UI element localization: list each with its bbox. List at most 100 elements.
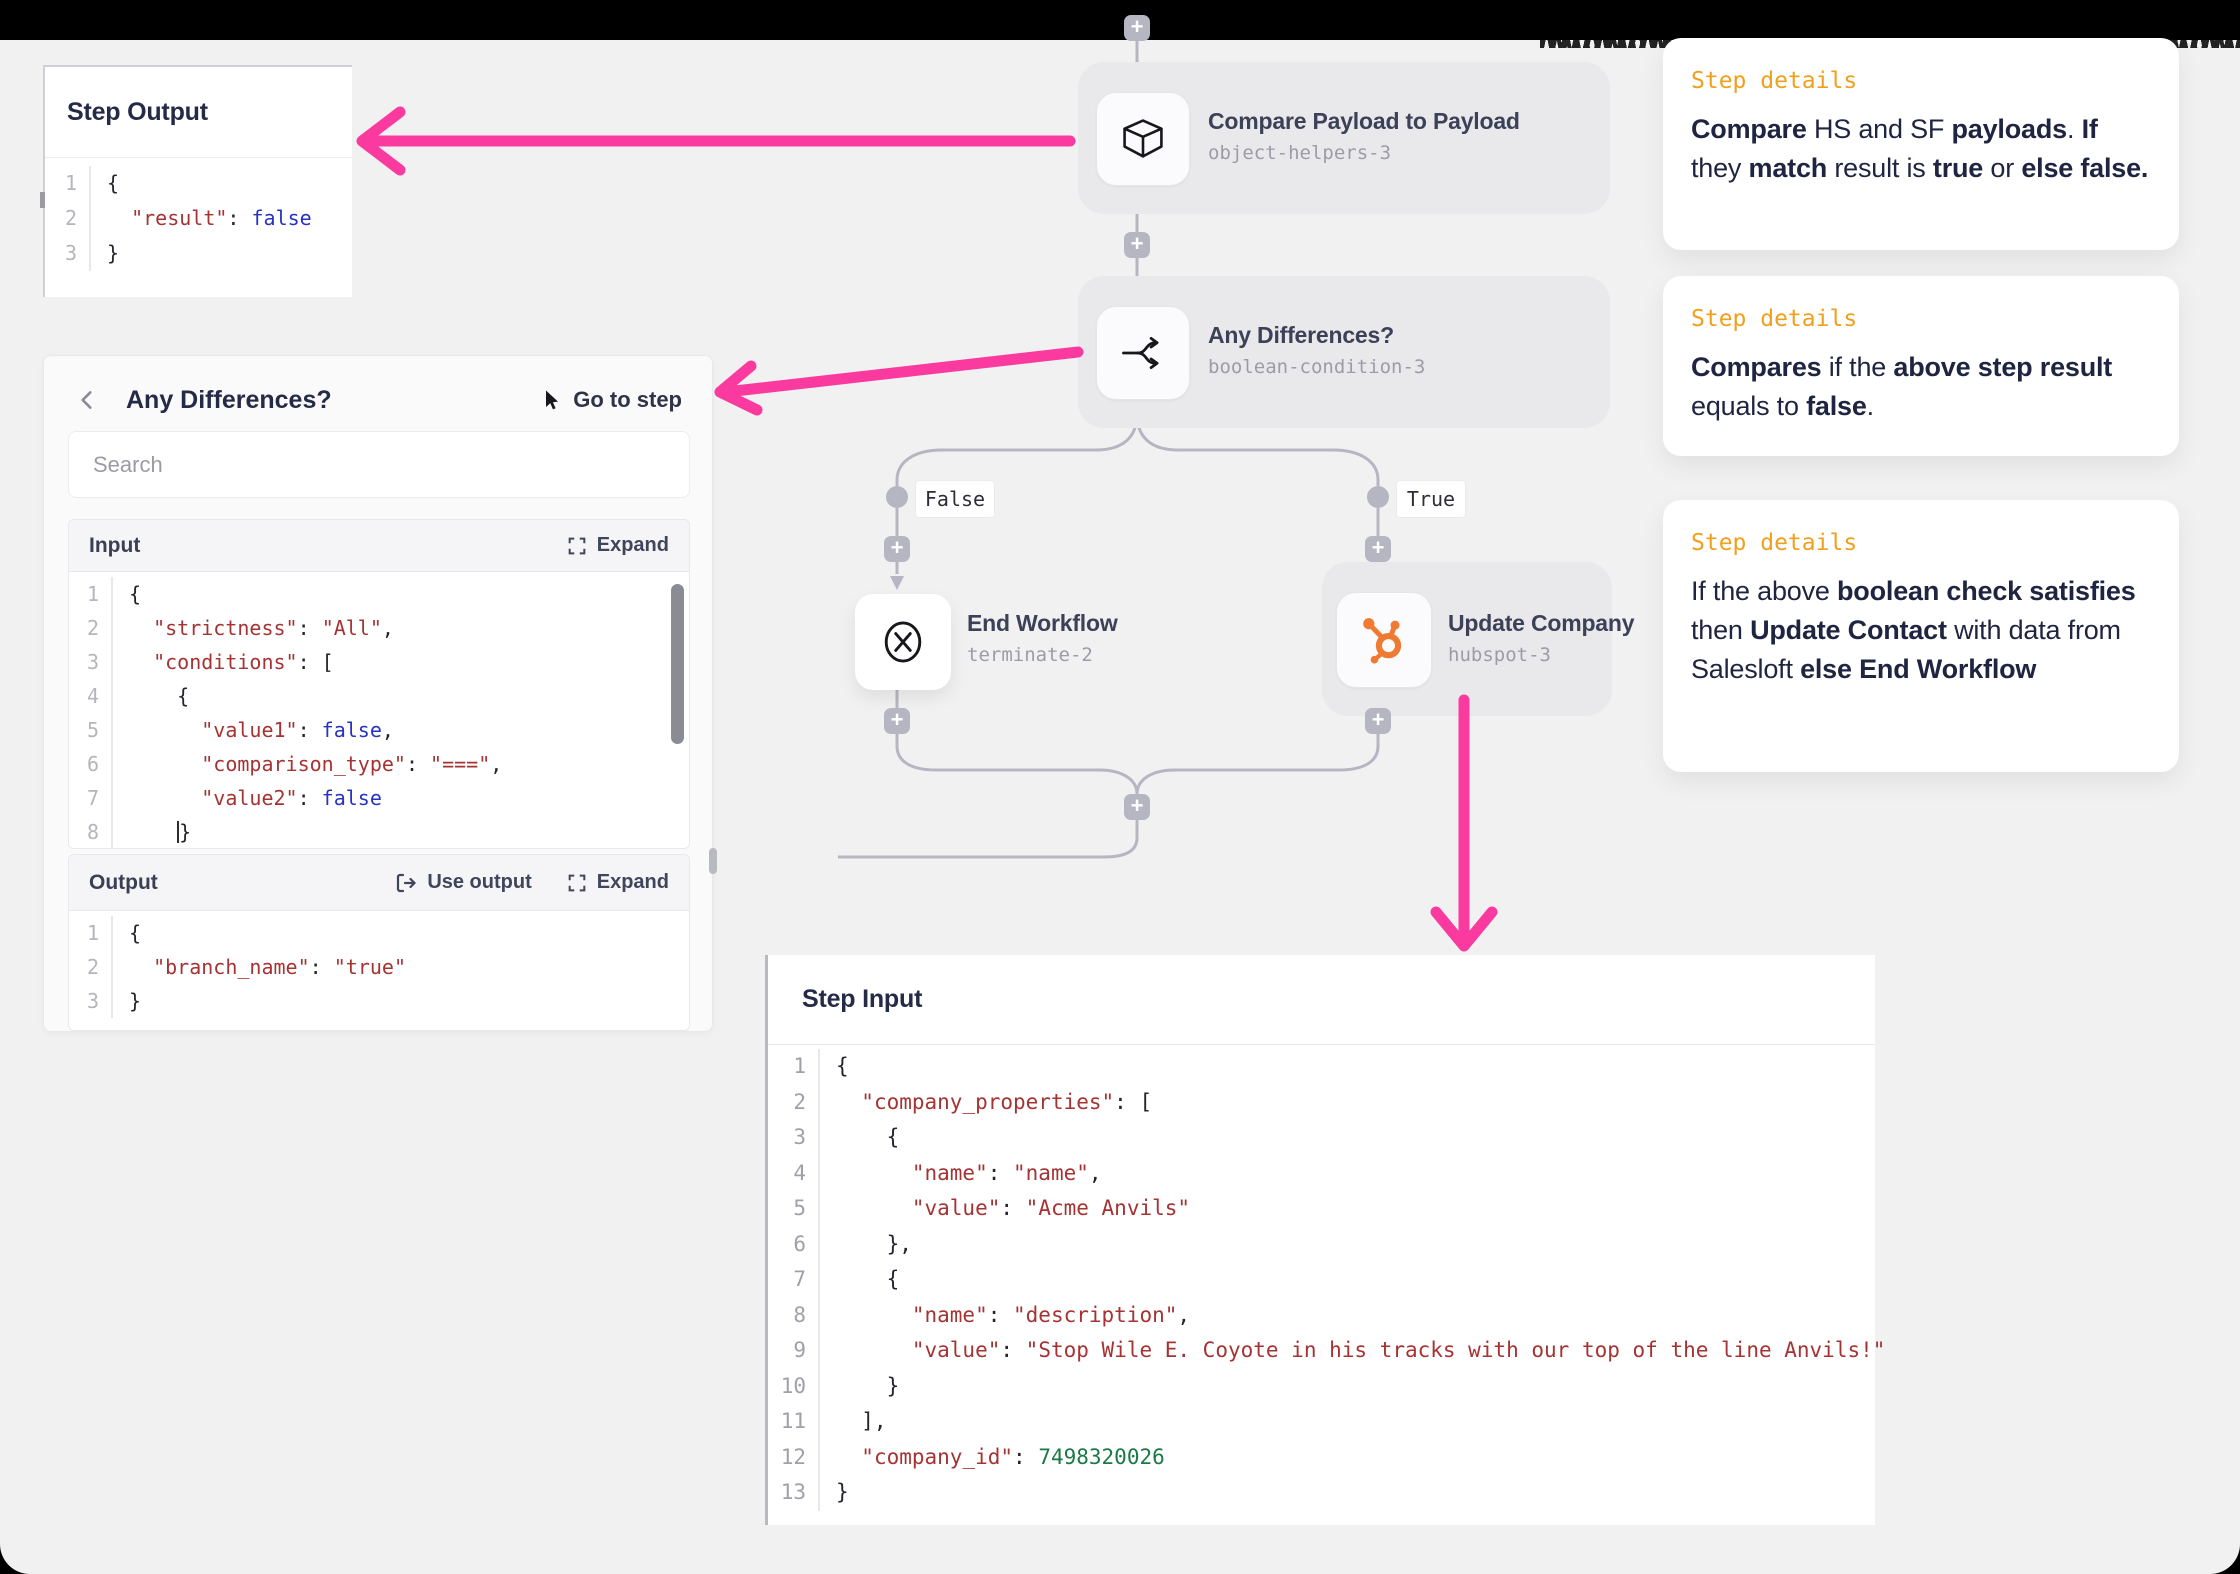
input-section-header: Input Expand (69, 520, 689, 572)
code-text: { (836, 1125, 900, 1149)
expand-icon (568, 874, 586, 891)
line-number: 4 (69, 679, 113, 713)
code-text: { (129, 921, 142, 945)
branch-label-true: True (1396, 480, 1466, 518)
code-line: 3 "conditions": [ (69, 645, 689, 679)
node-update-company-icon-tile[interactable] (1336, 592, 1432, 688)
code-line: 3 { (768, 1120, 1875, 1156)
line-number: 2 (768, 1084, 820, 1120)
code-text: } (836, 1480, 849, 1504)
step-input-code[interactable]: 1{2 "company_properties": [3 {4 "name": … (768, 1045, 1885, 1511)
code-text: "name": "description", (911, 1302, 1191, 1327)
node-any-differences-icon-tile[interactable] (1096, 306, 1190, 400)
code-text: "conditions": [ (153, 650, 334, 674)
expand-input-button[interactable]: Expand (566, 534, 669, 557)
line-number: 1 (69, 577, 113, 611)
scrollbar-tick[interactable] (40, 192, 45, 208)
code-text: "value2": false (201, 786, 382, 810)
add-step-button[interactable] (1365, 536, 1391, 562)
line-number: 8 (768, 1297, 820, 1333)
use-output-button[interactable]: Use output (394, 871, 532, 895)
line-number: 6 (768, 1226, 820, 1262)
step-input-panel: Step Input 1{2 "company_properties": [3 … (765, 955, 1885, 1525)
code-line: 8 "name": "description", (768, 1297, 1875, 1333)
line-number: 2 (69, 611, 113, 645)
line-number: 5 (69, 713, 113, 747)
line-number: 3 (768, 1120, 820, 1156)
step-details-text: If the above boolean check satisfies the… (1691, 576, 2136, 684)
code-line: 3} (69, 984, 689, 1018)
code-line: 6 }, (768, 1226, 1875, 1262)
panel-title: Any Differences? (126, 385, 332, 414)
text-caret (177, 821, 180, 843)
go-to-step-button[interactable]: Go to step (539, 387, 682, 413)
expand-icon (568, 537, 586, 554)
code-text: "comparison_type": "===", (201, 752, 503, 776)
input-section: Input Expand 1{2 "strictness": "All",3 "… (68, 519, 690, 849)
input-code-editor[interactable]: 1{2 "strictness": "All",3 "conditions": … (69, 572, 689, 848)
line-number: 6 (69, 747, 113, 781)
line-number: 9 (768, 1333, 820, 1369)
code-text: } (107, 241, 120, 265)
node-end-workflow-icon-tile[interactable] (855, 594, 951, 690)
step-output-title: Step Output (67, 97, 208, 126)
node-compare-title: Compare Payload to Payload (1208, 108, 1520, 134)
code-line: 1{ (45, 166, 352, 201)
line-number: 10 (768, 1368, 820, 1404)
code-line: 7 "value2": false (69, 781, 689, 815)
node-compare-icon-tile[interactable] (1096, 92, 1190, 186)
line-number: 1 (69, 916, 113, 950)
line-number: 1 (45, 166, 91, 201)
code-text: }, (836, 1231, 912, 1256)
terminate-icon (884, 621, 922, 663)
code-line: 4 { (69, 679, 689, 713)
node-update-company-title: Update Company (1448, 610, 1635, 636)
node-compare-subtitle: object-helpers-3 (1208, 142, 1392, 164)
line-number: 3 (69, 645, 113, 679)
panel-header: Any Differences? Go to step (44, 356, 712, 430)
cursor-pointer-icon (546, 390, 559, 410)
search-input[interactable] (68, 431, 690, 498)
node-end-workflow-title: End Workflow (967, 610, 1118, 636)
code-line: 8 } (69, 815, 689, 848)
add-step-button[interactable] (884, 536, 910, 562)
code-text: "value": "Acme Anvils" (911, 1196, 1191, 1220)
chevron-left-icon[interactable] (74, 387, 100, 413)
add-step-button[interactable] (1124, 794, 1150, 820)
add-step-button[interactable] (1365, 708, 1391, 734)
code-line: 5 "value1": false, (69, 713, 689, 747)
code-line: 9 "value": "Stop Wile E. Coyote in his t… (768, 1333, 1885, 1369)
step-input-title: Step Input (802, 985, 923, 1013)
code-text: "name": "name", (911, 1160, 1102, 1185)
code-text: } (836, 1373, 900, 1398)
code-text: } (129, 989, 142, 1013)
add-step-button[interactable] (1124, 232, 1150, 258)
add-step-button[interactable] (1124, 15, 1150, 41)
line-number: 1 (768, 1049, 820, 1085)
code-line: 13} (768, 1475, 1875, 1511)
expand-output-button[interactable]: Expand (566, 871, 669, 894)
output-code-editor[interactable]: 1 {2 "branch_name": "true"3} (69, 911, 689, 1030)
add-step-button[interactable] (884, 708, 910, 734)
step-details-card: Step details If the above boolean check … (1663, 500, 2179, 772)
node-any-differences-title: Any Differences? (1208, 322, 1394, 348)
code-text: "result": false (131, 206, 312, 230)
code-line: 4 "name": "name", (768, 1155, 1875, 1191)
code-line: 7 { (768, 1262, 1875, 1298)
code-text: { (129, 582, 142, 606)
node-update-company-subtitle: hubspot-3 (1448, 644, 1551, 666)
code-line: 1{ (69, 577, 689, 611)
code-text: { (107, 171, 120, 195)
code-line: 5 "value": "Acme Anvils" (768, 1191, 1875, 1227)
scrollbar-thumb[interactable] (671, 584, 684, 744)
step-details-text: Compare HS and SF payloads. If they matc… (1691, 114, 2149, 183)
code-line: 11 ], (768, 1404, 1875, 1440)
use-output-icon (397, 873, 417, 892)
step-details-heading: Step details (1691, 530, 1858, 556)
panel-scrollbar-thumb[interactable] (709, 848, 717, 874)
output-section: Output Use output Expand 1{2 "branch_nam… (68, 854, 690, 1031)
code-text: "value": "Stop Wile E. Coyote in his tra… (911, 1338, 1886, 1362)
line-number: 12 (768, 1439, 820, 1475)
code-line: 2 "branch_name": "true" (69, 950, 689, 984)
